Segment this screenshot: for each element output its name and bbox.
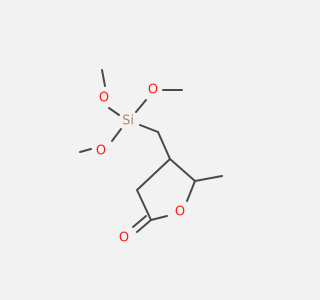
bond-c2-o-carbonyl-a: [136, 219, 152, 233]
bond-c2-o-carbonyl-b: [132, 215, 147, 228]
bond-c5-o-ring: [186, 180, 196, 202]
bond-o-top-si: [108, 107, 120, 116]
atom-o-methoxy-left: O: [96, 144, 106, 159]
atom-o-ring: O: [175, 205, 185, 220]
atom-si: Si: [122, 114, 134, 129]
bonds: [79, 69, 223, 233]
bond-c5-methyl: [194, 175, 223, 182]
bond-o-ring-c2: [150, 215, 168, 221]
atom-o-carbonyl: O: [119, 231, 129, 246]
bond-c2-c3: [136, 189, 152, 221]
bond-si-ch2: [139, 124, 159, 133]
bond-ch2-c4: [157, 131, 171, 160]
bond-o-left-methyl: [79, 148, 92, 153]
bond-o-right-si: [135, 99, 147, 113]
atom-labels: O O Si O O O: [96, 83, 185, 246]
bond-methyl-top-o: [101, 69, 106, 87]
atom-o-methoxy-top: O: [99, 91, 109, 106]
molecule-structure-diagram: O O Si O O O: [79, 69, 223, 246]
bond-c4-c5: [169, 158, 196, 182]
bond-c3-c4: [136, 158, 171, 191]
atom-o-methoxy-right: O: [148, 83, 158, 98]
bond-si-o-left: [111, 128, 122, 142]
